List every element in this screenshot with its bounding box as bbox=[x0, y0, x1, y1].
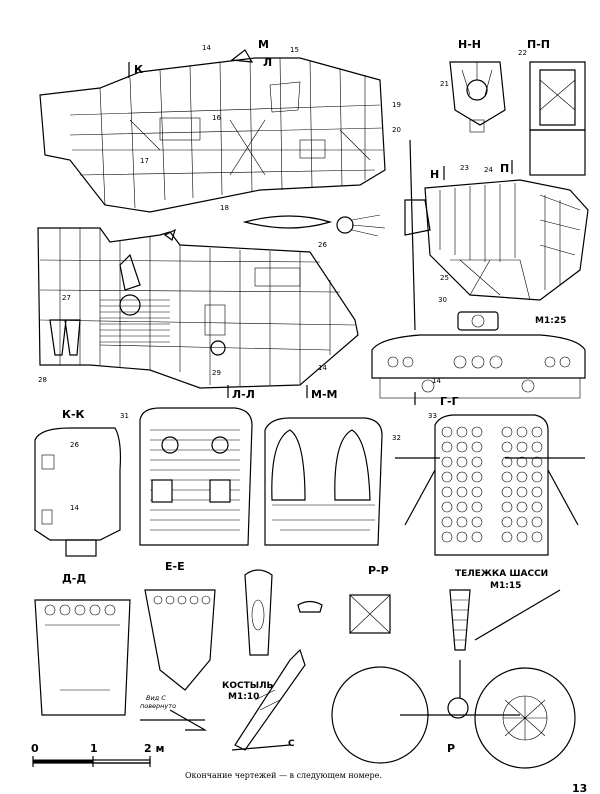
part-31: 31 bbox=[120, 412, 129, 420]
part-32: 32 bbox=[392, 434, 401, 442]
section-nn-label: Н-Н bbox=[458, 38, 481, 51]
section-mm-drawing bbox=[264, 417, 383, 546]
marker-l-top: Л bbox=[263, 56, 272, 69]
part-19: 19 bbox=[392, 101, 401, 109]
scale-tick-1: 1 bbox=[90, 742, 98, 755]
marker-p-side: П bbox=[500, 162, 509, 175]
section-ee-label: Е-Е bbox=[165, 560, 185, 573]
marker-c: С bbox=[288, 739, 295, 749]
marker-m-top: М bbox=[258, 38, 269, 51]
page-number: 13 bbox=[572, 782, 587, 794]
view-c-drawing bbox=[140, 709, 208, 731]
tailskid-drawing bbox=[231, 569, 306, 751]
section-pp-label: П-П bbox=[527, 38, 550, 51]
section-kk-drawing bbox=[34, 427, 122, 557]
section-dd-label: Д-Д bbox=[62, 572, 86, 585]
section-dd-drawing bbox=[34, 599, 131, 716]
part-21: 21 bbox=[440, 80, 449, 88]
part-20: 20 bbox=[392, 126, 401, 134]
part-17: 17 bbox=[140, 157, 149, 165]
part-24: 24 bbox=[484, 166, 493, 174]
marker-k-top: К bbox=[134, 63, 143, 76]
marker-n-side: Н bbox=[430, 168, 439, 181]
section-rr-drawing bbox=[297, 594, 391, 634]
marker-r: Р bbox=[447, 742, 455, 755]
view-c-line1: Вид С bbox=[146, 694, 166, 702]
section-gg-drawing bbox=[395, 414, 585, 556]
part-15: 15 bbox=[290, 46, 299, 54]
part-14b: 14 bbox=[318, 364, 327, 372]
part-26b: 26 bbox=[70, 441, 79, 449]
section-rr-label: Р-Р bbox=[368, 564, 389, 577]
section-ee-drawing bbox=[144, 589, 216, 691]
part-18: 18 bbox=[220, 204, 229, 212]
part-25: 25 bbox=[440, 274, 449, 282]
part-26: 26 bbox=[318, 241, 327, 249]
part-29: 29 bbox=[212, 369, 221, 377]
chassis-title: ТЕЛЕЖКА ШАССИ bbox=[455, 569, 548, 579]
section-pp-drawing bbox=[529, 61, 586, 176]
part-28: 28 bbox=[38, 376, 47, 384]
part-14d: 14 bbox=[70, 504, 79, 512]
fuel-tank-drawing bbox=[242, 214, 386, 237]
part-27: 27 bbox=[62, 294, 71, 302]
chassis-drawing bbox=[331, 589, 576, 769]
section-kk-label: К-К bbox=[62, 408, 85, 421]
engine-side-view bbox=[404, 139, 589, 331]
part-22: 22 bbox=[518, 49, 527, 57]
scale-tick-2: 2 м bbox=[144, 742, 164, 755]
section-ll-drawing bbox=[139, 407, 253, 546]
tailskid-scale: М1:10 bbox=[228, 692, 259, 702]
section-ll-label: Л-Л bbox=[232, 388, 255, 401]
footer-note: Окончание чертежей — в следующем номере. bbox=[185, 771, 382, 780]
section-nn-drawing bbox=[449, 61, 506, 133]
instrument-panel bbox=[371, 311, 586, 399]
part-14: 14 bbox=[202, 44, 211, 52]
part-33: 33 bbox=[428, 412, 437, 420]
panel-scale: М1:25 bbox=[535, 316, 566, 326]
view-c-line2: повернуто bbox=[140, 702, 176, 710]
fuselage-section-km bbox=[39, 49, 386, 213]
scale-bar bbox=[32, 756, 151, 767]
section-gg-label: Г-Г bbox=[440, 395, 459, 408]
scale-tick-0: 0 bbox=[31, 742, 39, 755]
section-mm-label: М-М bbox=[311, 388, 337, 401]
part-16: 16 bbox=[212, 114, 221, 122]
tailskid-title: КОСТЫЛЬ bbox=[222, 681, 274, 691]
chassis-scale: М1:15 bbox=[490, 581, 521, 591]
part-30: 30 bbox=[438, 296, 447, 304]
fuselage-section-ll bbox=[37, 227, 359, 389]
part-23: 23 bbox=[460, 164, 469, 172]
part-14c: 14 bbox=[432, 377, 441, 385]
